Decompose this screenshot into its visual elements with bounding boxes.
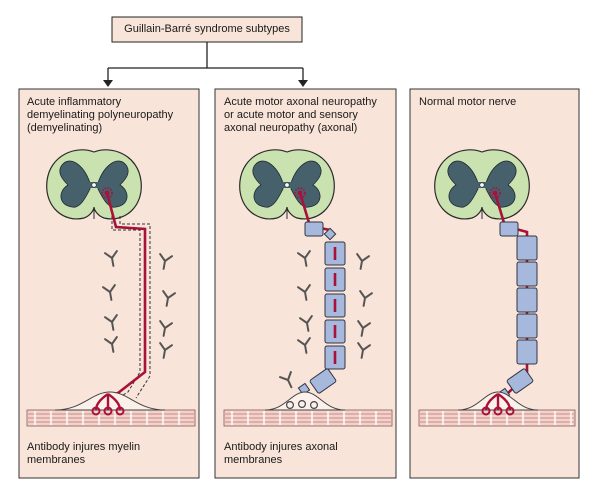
- antibody: [104, 250, 118, 267]
- panel-normal-heading: Normal motor nerve: [419, 96, 517, 108]
- arrowhead-left: [103, 80, 113, 87]
- diagram-title: Guillain-Barré syndrome subtypes: [124, 23, 290, 35]
- gray-matter-left: [59, 160, 91, 208]
- central-canal: [284, 182, 290, 188]
- terminal-bouton: [493, 406, 503, 416]
- antibody-arms: [104, 250, 118, 267]
- antibody: [297, 250, 311, 267]
- myelin-segment: [499, 221, 519, 237]
- antibody-arms: [297, 250, 311, 267]
- antibody-arms: [104, 314, 118, 331]
- terminal-branch: [497, 393, 512, 411]
- terminal-bouton: [103, 406, 113, 416]
- gray-matter-left: [447, 160, 479, 208]
- damaged-myelin-outline: [111, 216, 151, 399]
- antibody-arms: [357, 320, 371, 337]
- gray-matter-right: [290, 160, 322, 208]
- antibody: [162, 290, 176, 307]
- gray-matter-right: [97, 160, 129, 208]
- myelin-segment-distal: [309, 368, 337, 394]
- antibody: [357, 320, 371, 337]
- terminal-bouton: [505, 406, 515, 416]
- antibody: [102, 284, 116, 301]
- aman-illustration: [223, 149, 393, 427]
- antibody: [279, 371, 293, 389]
- antibody-arms: [299, 315, 313, 332]
- central-canal: [479, 182, 485, 188]
- node-marker: [323, 227, 337, 241]
- normal-illustration: [418, 149, 576, 427]
- antibody: [104, 314, 118, 331]
- antibody-arms: [356, 253, 370, 270]
- spinal-cord: [239, 149, 335, 220]
- terminal-branch: [484, 393, 499, 411]
- spinal-cord: [434, 149, 530, 220]
- detached-terminal: [286, 401, 295, 410]
- antibody-arms: [162, 290, 176, 307]
- gray-matter-right: [485, 160, 517, 208]
- muscle-fibres: [418, 409, 576, 427]
- nerve-terminals: [91, 393, 125, 416]
- antibody-arms: [159, 253, 173, 270]
- antibody: [159, 342, 173, 359]
- panel-aidp-heading: Acute inflammatory demyelinating polyneu…: [27, 96, 174, 134]
- antibody-arms: [359, 290, 373, 307]
- myelin-segment: [516, 287, 538, 313]
- antibody-arms: [297, 284, 311, 301]
- endplate-mound: [264, 391, 346, 411]
- aidp-illustration: [26, 149, 196, 427]
- central-canal: [91, 182, 97, 188]
- panel-aman-caption: Antibody injures axonal membranes: [224, 441, 338, 466]
- myelin-segment: [516, 339, 538, 365]
- panel-aidp-caption: Antibody injures myelin membranes: [27, 441, 141, 466]
- spinal-cord: [46, 149, 142, 220]
- terminal-branch: [107, 393, 122, 411]
- antibody-arms: [279, 371, 293, 389]
- connector-arrows: [107, 42, 304, 82]
- antibody-arms: [102, 284, 116, 301]
- myelin-segment-distal: [506, 368, 534, 394]
- antibody-arms: [357, 342, 371, 359]
- myelin-segment: [304, 221, 324, 237]
- title-box: [111, 16, 303, 43]
- myelin-segment: [516, 313, 538, 339]
- antibody: [357, 342, 371, 359]
- panel-aman-heading: Acute motor axonal neuropathy or acute m…: [224, 96, 377, 134]
- motor-neuron-dendrites: [489, 187, 501, 199]
- antibody: [297, 284, 311, 301]
- antibody: [159, 253, 173, 270]
- gray-matter-left: [252, 160, 284, 208]
- myelin-segment: [516, 261, 538, 287]
- antibody: [359, 290, 373, 307]
- arrowhead-right: [298, 80, 308, 87]
- antibody: [159, 320, 173, 337]
- terminal-bouton: [91, 406, 101, 416]
- antibody-arms: [159, 320, 173, 337]
- antibody: [104, 336, 118, 353]
- detached-terminal: [298, 400, 307, 409]
- detached-terminal: [310, 401, 319, 410]
- muscle-fibres: [26, 409, 196, 427]
- muscle-fibres: [223, 409, 393, 427]
- endplate-mound: [54, 391, 166, 411]
- antibody: [356, 253, 370, 270]
- nerve-terminals: [481, 393, 515, 416]
- terminal-branch: [94, 393, 109, 411]
- antibody-arms: [297, 337, 311, 354]
- antibody: [299, 315, 313, 332]
- antibody-arms: [104, 336, 118, 353]
- terminal-bouton: [481, 406, 491, 416]
- antibody: [297, 337, 311, 354]
- motor-neuron-dendrites: [294, 187, 306, 199]
- motor-neuron-dendrites: [101, 187, 113, 199]
- antibody-arms: [159, 342, 173, 359]
- terminal-bouton: [115, 406, 125, 416]
- myelin-segment: [516, 235, 538, 261]
